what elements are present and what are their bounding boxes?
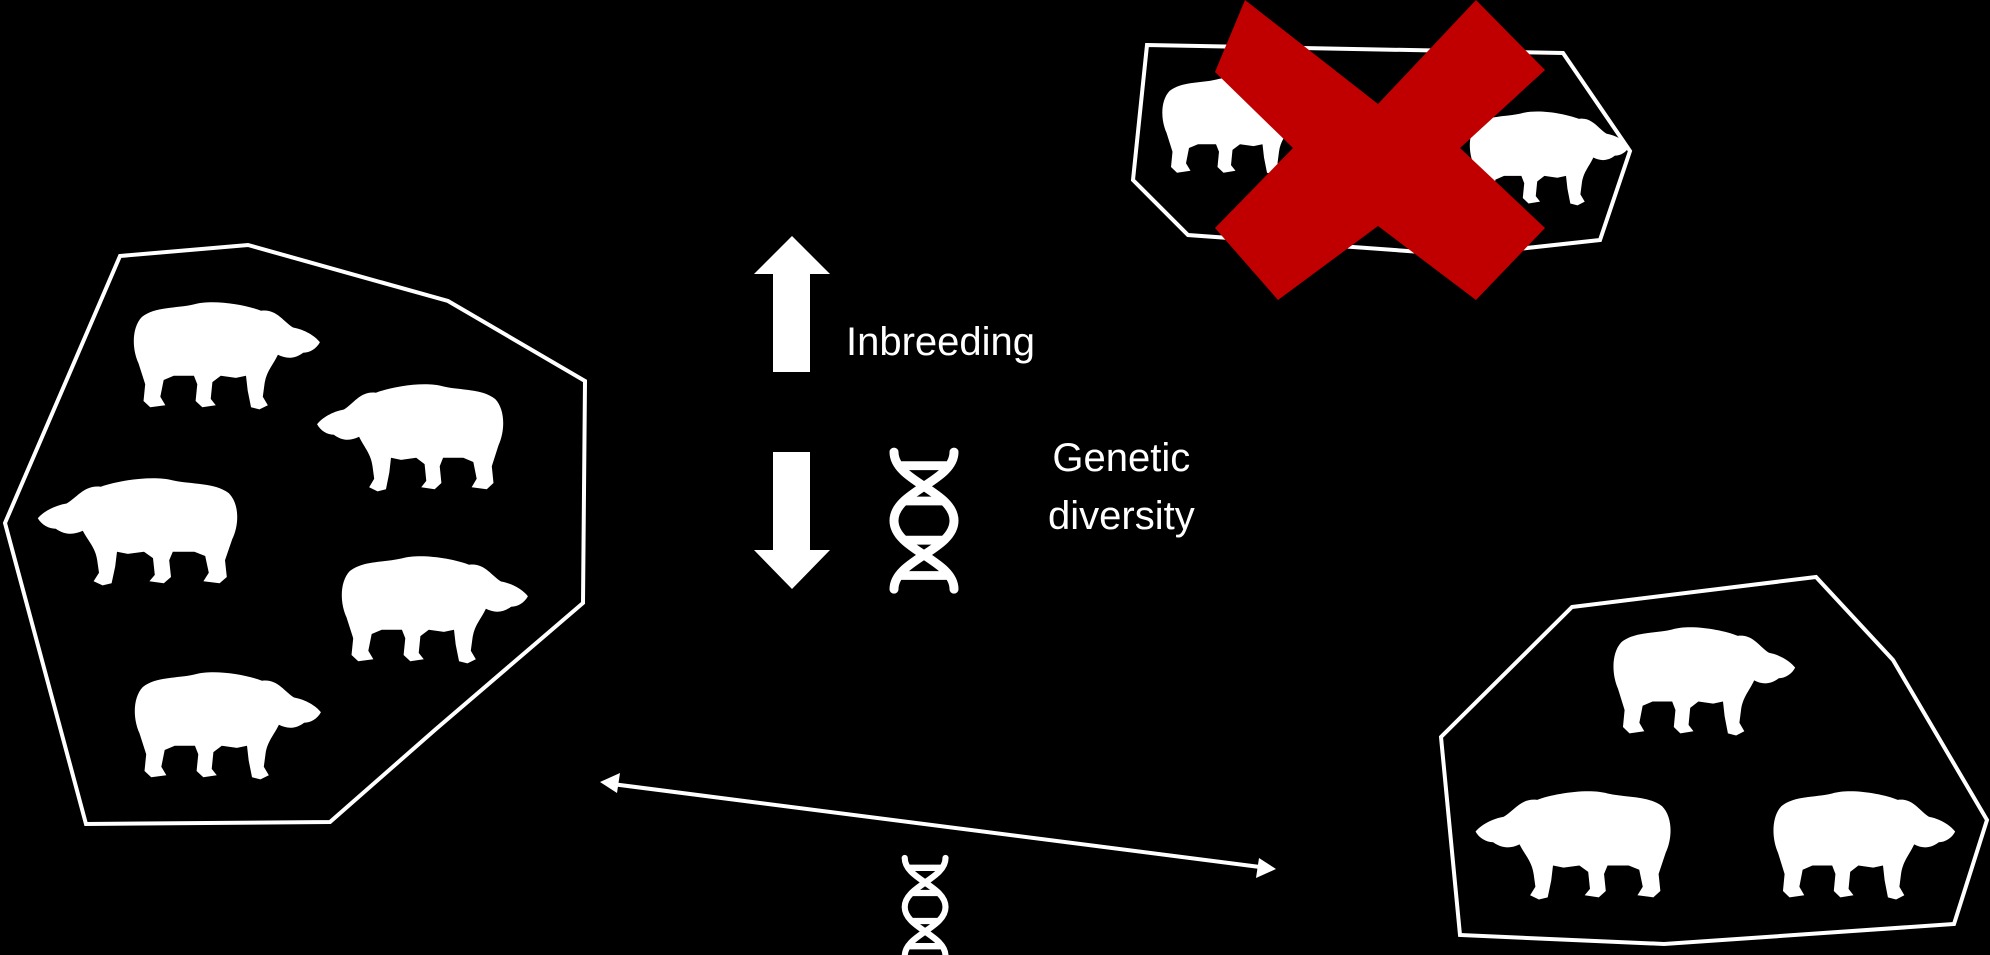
genetic-diversity-line1: Genetic xyxy=(1048,429,1195,487)
extinct-population-group xyxy=(1133,0,1630,300)
double-arrow-icon xyxy=(600,773,1276,878)
genetic-diversity-label: Genetic diversity xyxy=(1048,429,1195,545)
bear-icon xyxy=(1613,627,1795,735)
bear-icon xyxy=(38,478,237,585)
inbreeding-label: Inbreeding xyxy=(846,313,1035,371)
arrow-up-icon xyxy=(754,236,830,372)
dna-icon xyxy=(905,858,946,955)
large-population-group xyxy=(5,245,585,824)
bear-icon xyxy=(317,384,503,491)
small-population-group xyxy=(1441,577,1987,944)
arrow-down-icon xyxy=(754,452,830,589)
bear-icon xyxy=(1476,791,1671,899)
bear-icon xyxy=(1773,791,1955,899)
bear-icon xyxy=(135,672,321,779)
bear-icon xyxy=(342,556,528,663)
genetic-diversity-line2: diversity xyxy=(1048,487,1195,545)
dna-icon xyxy=(894,452,954,589)
bear-icon xyxy=(134,302,320,409)
